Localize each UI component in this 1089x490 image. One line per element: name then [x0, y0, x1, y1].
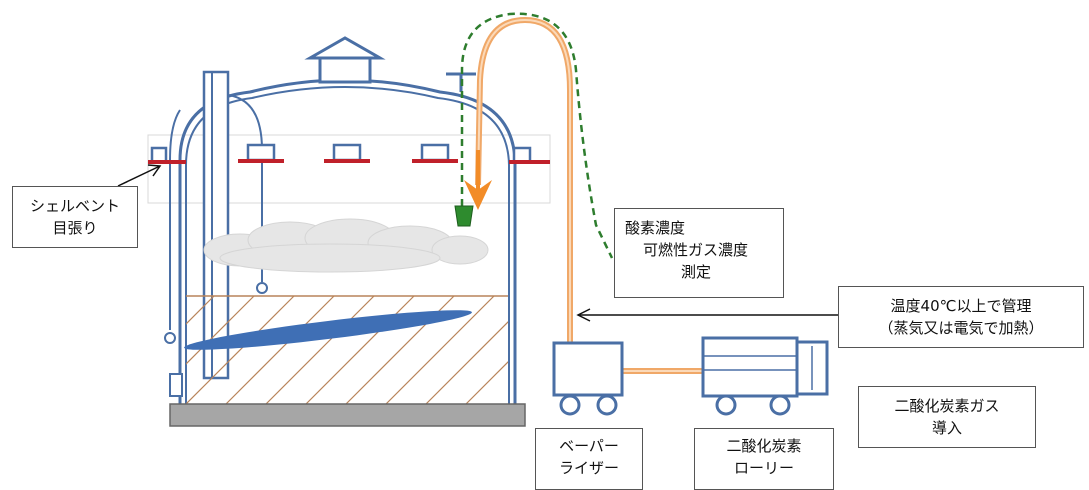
measurement-label: 酸素濃度 可燃性ガス濃度 測定 — [614, 208, 784, 298]
measurement-probe — [454, 205, 474, 227]
measurement-label-line3: 測定 — [681, 263, 712, 281]
measurement-line — [460, 12, 614, 259]
co2-lorry-label-line2: ローリー — [733, 459, 794, 477]
oil-layer — [184, 310, 472, 350]
temperature-label-line2: （蒸気又は電気で加熱） — [878, 319, 1044, 337]
co2-lorry-label: 二酸化炭素 ローリー — [694, 428, 834, 490]
vaporizer-label: ベーパー ライザー — [535, 428, 643, 490]
vaporizer — [552, 341, 624, 416]
shell-vent-arrow — [117, 164, 162, 187]
vent-band-outline — [147, 134, 551, 204]
measurement-label-line1: 酸素濃度 — [625, 219, 686, 237]
temperature-label-line1: 温度40℃以上で管理 — [890, 297, 1032, 315]
co2-gas-label-line2: 導入 — [931, 419, 962, 437]
roof-vent — [304, 36, 386, 84]
co2-hose — [475, 16, 703, 374]
tank-base — [169, 403, 526, 427]
vaporizer-label-line2: ライザー — [558, 459, 619, 477]
shell-vent-label-line1: シェルベント — [29, 197, 120, 215]
shell-vents — [148, 143, 550, 164]
temperature-label: 温度40℃以上で管理 （蒸気又は電気で加熱） — [838, 286, 1084, 348]
co2-lorry — [701, 336, 829, 416]
shell-vent-label: シェルベント 目張り — [12, 186, 138, 248]
temperature-arrow — [576, 308, 838, 322]
shell-vent-label-line2: 目張り — [52, 219, 98, 237]
co2-lorry-label-line1: 二酸化炭素 — [726, 437, 802, 455]
vaporizer-label-line1: ベーパー — [559, 437, 619, 455]
measurement-label-line2: 可燃性ガス濃度 — [643, 241, 749, 259]
co2-gas-label: 二酸化炭素ガス 導入 — [858, 386, 1036, 448]
vapor-cloud — [203, 218, 489, 273]
co2-gas-label-line1: 二酸化炭素ガス — [894, 397, 1000, 415]
